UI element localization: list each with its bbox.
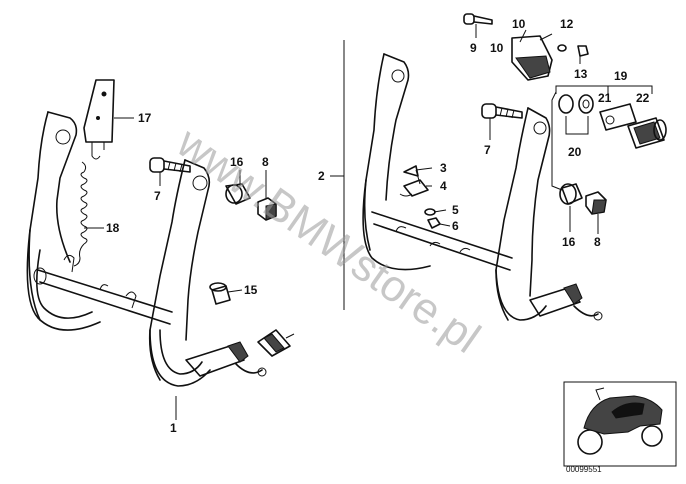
motorcycle-thumbnail: 00099551 [563,381,677,474]
bushings-20[interactable] [558,94,594,114]
callout-9: 9 [470,41,477,55]
washer-5[interactable] [424,208,436,216]
bolt-7-right[interactable] [481,103,523,119]
callout-20: 20 [568,145,582,159]
callout-19: 19 [614,69,628,83]
callout-22: 22 [636,91,650,105]
leader-lines [84,24,653,420]
bracket-plate-17[interactable] [83,79,115,160]
nut-12[interactable] [557,44,567,52]
center-stand-right[interactable] [362,53,603,321]
callout-13: 13 [574,67,588,81]
motorcycle-silhouette-icon [577,387,663,455]
callout-7-right: 7 [484,143,491,157]
nut-8-right[interactable] [585,191,607,215]
plug-15[interactable] [209,282,231,305]
callout-8-left: 8 [262,155,269,169]
callout-12: 12 [560,17,574,31]
callout-4: 4 [440,179,447,193]
callout-15: 15 [244,283,258,297]
callout-17: 17 [138,111,152,125]
bolt-7-left[interactable] [149,157,191,173]
reference-number: 00099551 [566,465,602,474]
switch-10[interactable] [511,33,553,81]
nut-6[interactable] [427,217,441,229]
callout-labels: 1 2 3 4 5 6 7 7 8 8 9 10 10 12 13 15 16 … [106,17,650,435]
watermark: www.BMWstore.pl [167,117,488,362]
callout-2: 2 [318,169,325,183]
center-stand-left[interactable] [26,111,267,387]
bushing-16-right[interactable] [559,183,583,205]
clip-4[interactable] [399,179,429,197]
callout-1: 1 [170,421,177,435]
callout-16-left: 16 [230,155,244,169]
bolt-9[interactable] [463,13,493,25]
callout-8-right: 8 [594,235,601,249]
link-plate-21[interactable] [599,103,637,131]
callout-10-top: 10 [512,17,526,31]
callout-10-mid: 10 [490,41,504,55]
callout-6: 6 [452,219,459,233]
screw-3[interactable] [403,165,421,185]
bushing-16-left[interactable] [225,183,251,205]
callout-16-right: 16 [562,235,576,249]
washer-13[interactable] [577,45,589,57]
rubber-grip-left[interactable] [257,329,295,357]
callout-7-left: 7 [154,189,161,203]
callout-21: 21 [598,91,612,105]
rubber-grip-22[interactable] [627,117,667,149]
callout-3: 3 [440,161,447,175]
callout-5: 5 [452,203,459,217]
spring-18[interactable] [73,161,88,267]
nut-8-left[interactable] [257,197,277,221]
callout-18: 18 [106,221,120,235]
